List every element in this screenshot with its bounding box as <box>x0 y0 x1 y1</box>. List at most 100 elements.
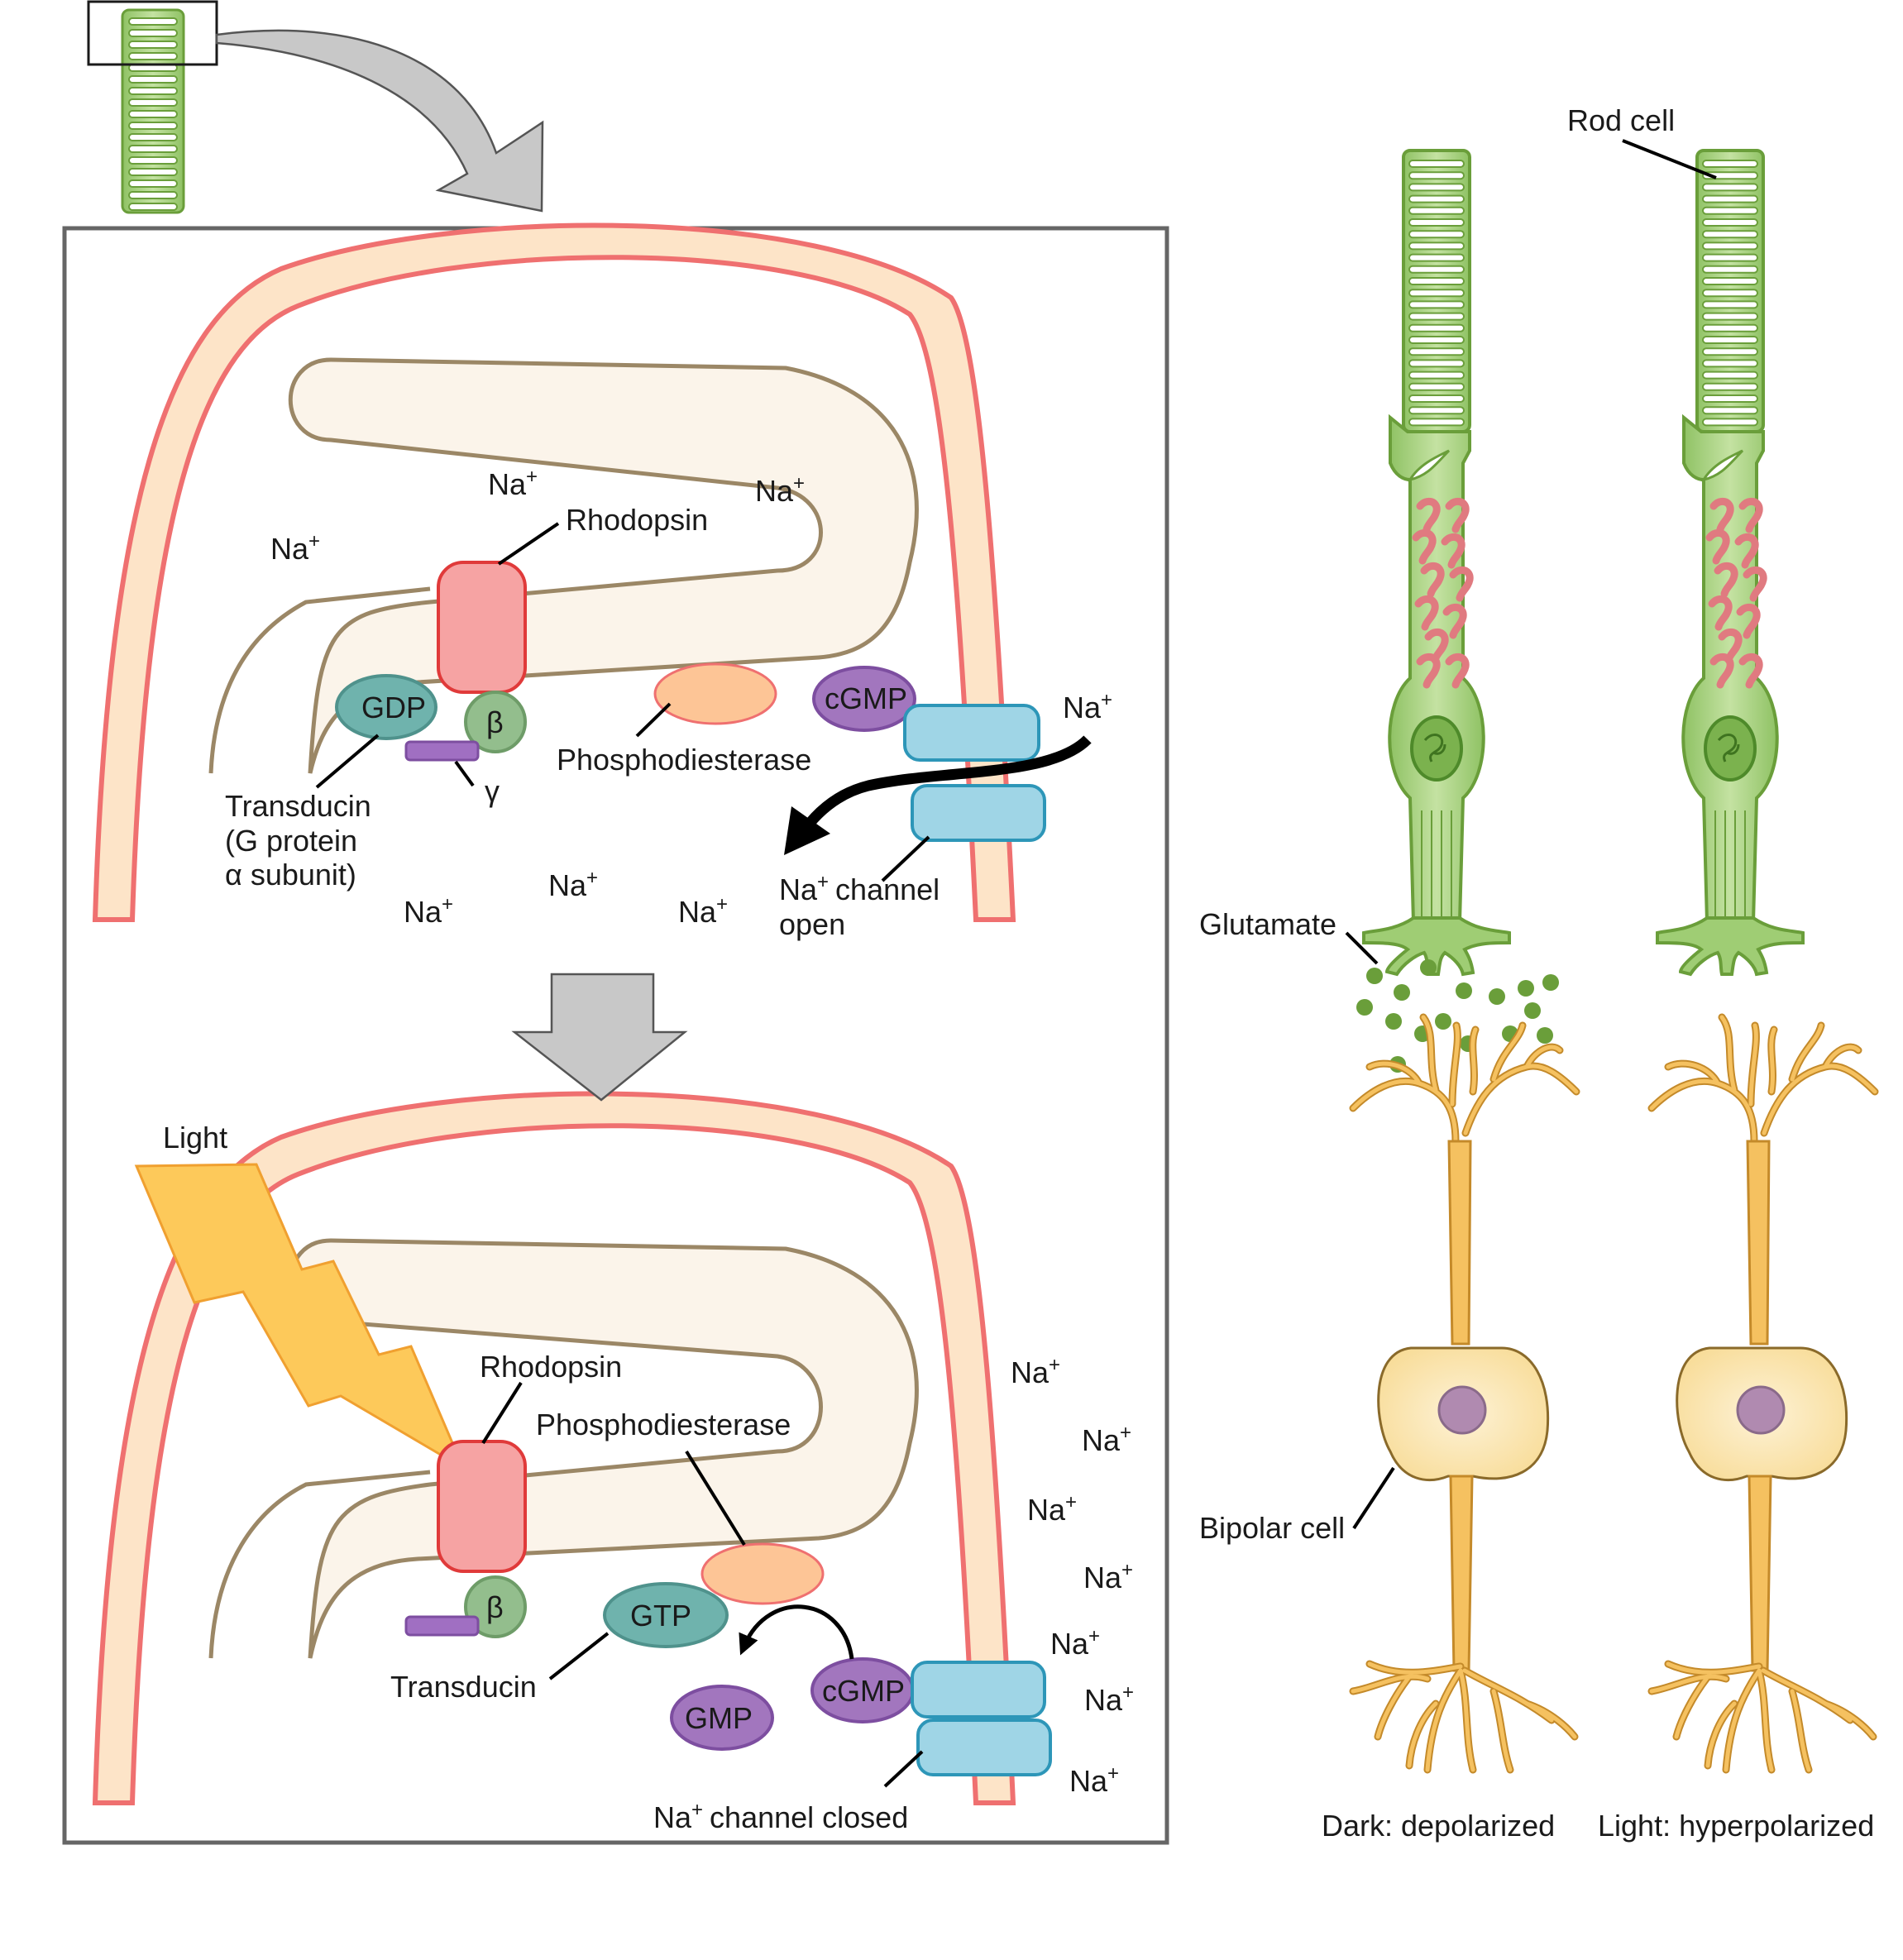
mitochondrion <box>1705 528 1730 565</box>
mitochondrion <box>1708 595 1733 631</box>
svg-text:Na+: Na+ <box>1084 1681 1134 1717</box>
rod-disc <box>1702 382 1758 391</box>
pde-dark <box>653 662 777 725</box>
rod-disc <box>1408 323 1465 332</box>
dendrite <box>1351 1015 1579 1144</box>
glutamate-dot <box>1435 1013 1451 1030</box>
rod-disc <box>1702 359 1758 368</box>
gdp-label: GDP <box>361 691 426 724</box>
rod-disc <box>1702 277 1758 285</box>
svg-text:Na+: Na+ <box>1011 1354 1060 1389</box>
svg-text:Na+: Na+ <box>1027 1491 1077 1527</box>
dendrite <box>1649 1015 1877 1144</box>
bipolar-axon <box>1748 1475 1772 1672</box>
rod-disc <box>1408 406 1465 415</box>
glutamate-dot <box>1385 1013 1402 1030</box>
dark-proteins: GDP β γ cGMP <box>315 522 1092 882</box>
transducin-label-dark-1: Transducin <box>225 789 371 823</box>
bipolar-cell-light <box>1647 1013 1879 1774</box>
svg-text:Na+: Na+ <box>1069 1762 1119 1798</box>
small-disc <box>128 75 178 84</box>
small-disc <box>128 145 178 153</box>
transducin-label-dark-2: (G protein <box>225 824 357 858</box>
svg-text:Na+: Na+ <box>1083 1559 1133 1594</box>
svg-text:Na+: Na+ <box>548 867 598 902</box>
rod-disc <box>1702 406 1758 415</box>
light-labels: Light Rhodopsin Phosphodiesterase Transd… <box>163 1121 1134 1834</box>
rod-disc <box>1408 171 1465 180</box>
small-disc <box>128 41 178 49</box>
cgmp-label-light: cGMP <box>822 1674 905 1708</box>
rod-disc <box>1702 370 1758 380</box>
glutamate-dot <box>1518 980 1534 997</box>
rod-disc <box>1702 289 1758 298</box>
connecting-cilium <box>1407 449 1451 482</box>
dark-membrane <box>92 222 1016 922</box>
rod-disc <box>1408 370 1465 380</box>
right-labels: Rod cell Glutamate Bipolar cell Dark: de… <box>1199 103 1874 1843</box>
glutamate-dot <box>1524 1002 1541 1019</box>
rod-disc <box>1702 418 1758 427</box>
svg-text:Na+: Na+ <box>1050 1625 1100 1661</box>
channel-top-light <box>911 1661 1046 1719</box>
transducin-label-dark-3: α subunit) <box>225 858 356 892</box>
gmp-label: GMP <box>685 1701 753 1735</box>
rhodopsin-label-dark: Rhodopsin <box>566 503 708 537</box>
light-proteins: β GTP GMP cGMP <box>134 1163 1052 1788</box>
beta-label: β <box>486 705 504 739</box>
mitochondrion <box>1738 653 1763 689</box>
mitochondrion <box>1714 562 1738 598</box>
pde-label-dark: Phosphodiesterase <box>557 743 811 777</box>
rod-disc <box>1702 241 1758 251</box>
dark-caption: Dark: depolarized <box>1322 1809 1555 1843</box>
mitochondrion <box>1416 653 1441 689</box>
small-disc <box>128 179 178 188</box>
rhodopsin-dark <box>437 561 527 694</box>
mitochondrion <box>1445 653 1470 689</box>
mitochondrion <box>1449 566 1474 602</box>
down-arrow <box>511 973 688 1102</box>
mitochondrion <box>1718 628 1743 664</box>
mitochondrion <box>1709 497 1734 533</box>
mitochondrion <box>1709 653 1734 689</box>
bipolar-cell-dark <box>1349 1013 1580 1774</box>
rod-disc <box>1702 160 1758 168</box>
dark-labels: Na+ Na+ Na+ Na+ Na+ Na+ Na+ Rhodopsin Ph… <box>225 466 1112 941</box>
rod-nucleus <box>1410 715 1463 782</box>
dark-disc <box>208 357 919 774</box>
rod-disc <box>1408 312 1465 321</box>
gmp <box>670 1685 774 1751</box>
rod-disc <box>1702 230 1758 239</box>
gamma-light <box>404 1615 480 1637</box>
rod-disc <box>1408 183 1465 192</box>
rod-disc <box>1408 300 1465 309</box>
gdp-alpha <box>335 674 437 740</box>
gamma-dark <box>404 740 480 762</box>
mitochondrion <box>1412 528 1437 565</box>
channel-closed-label: Na+channel closed <box>653 1799 908 1834</box>
small-disc <box>128 29 178 37</box>
glutamate-dot <box>1542 974 1559 991</box>
bipolar-cell-label: Bipolar cell <box>1199 1511 1345 1545</box>
rod-disc <box>1408 253 1465 262</box>
gamma-label: γ <box>485 774 500 808</box>
channel-top-dark <box>903 704 1040 762</box>
glutamate-dot <box>1394 984 1410 1001</box>
rod-disc <box>1702 183 1758 192</box>
rod-disc <box>1408 289 1465 298</box>
mitochondrion <box>1743 566 1767 602</box>
zoom-box <box>87 0 218 66</box>
beta-dark <box>464 691 527 753</box>
glutamate-dot <box>1366 968 1383 984</box>
rod-disc <box>1408 347 1465 356</box>
channel-open-label-2: open <box>779 907 845 941</box>
beta-light <box>464 1575 527 1638</box>
terminal-branch <box>1649 1661 1876 1772</box>
rod-disc <box>1702 323 1758 332</box>
small-disc <box>128 203 178 211</box>
cgmp-to-gmp-arrow <box>739 1604 854 1660</box>
channel-bottom-light <box>916 1719 1052 1776</box>
rod-disc <box>1702 194 1758 203</box>
svg-text:Na+: Na+ <box>404 893 453 929</box>
